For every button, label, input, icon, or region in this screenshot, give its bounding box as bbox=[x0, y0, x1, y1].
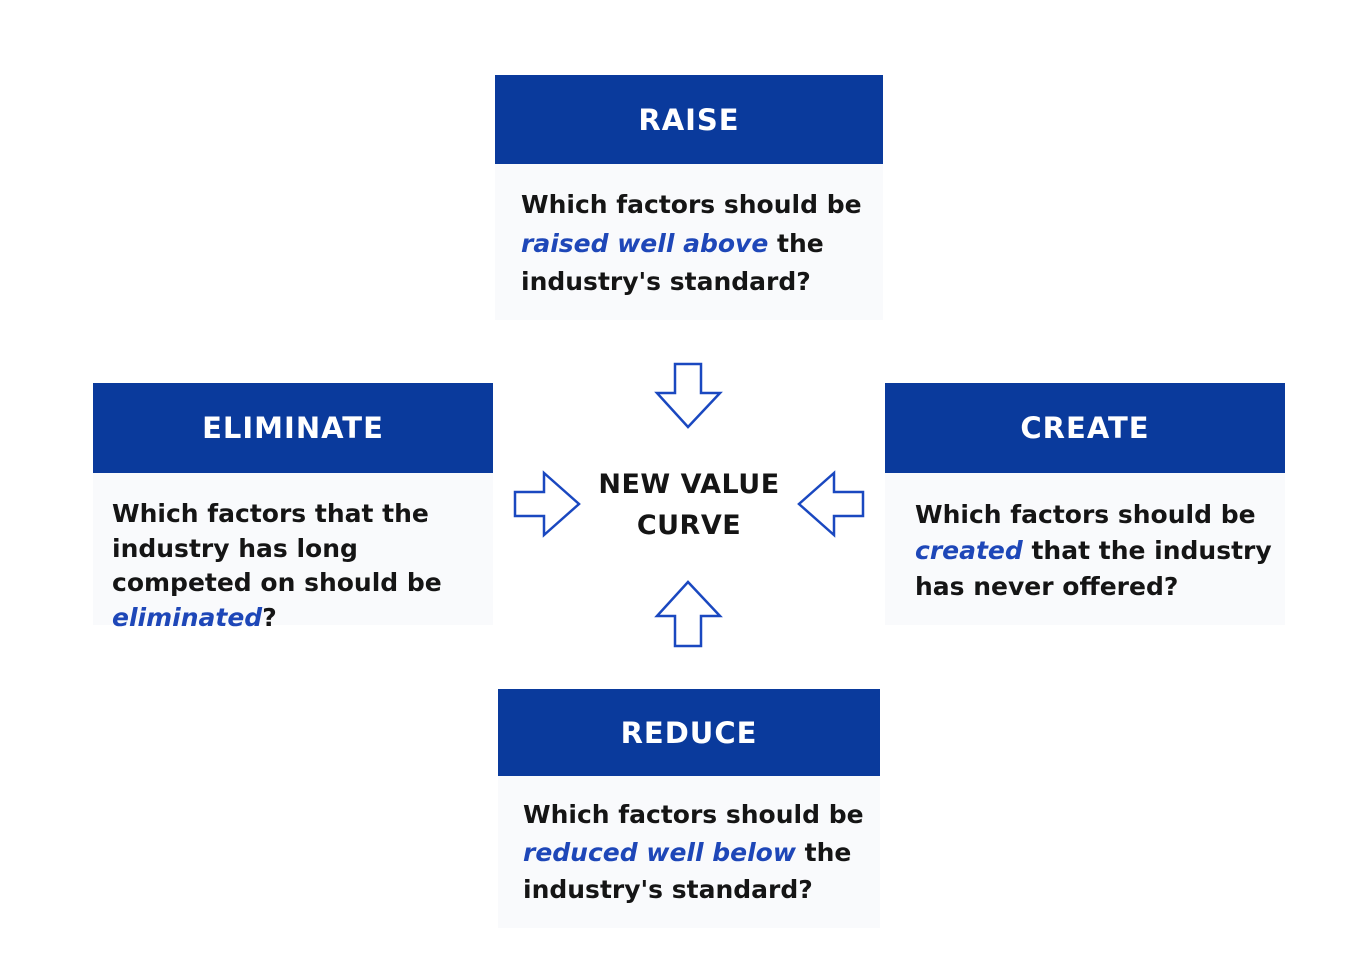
raise-question: Which factors should be raised well abov… bbox=[495, 164, 883, 320]
eliminate-title: ELIMINATE bbox=[202, 411, 384, 445]
reduce-text-after: the industry's standard? bbox=[523, 837, 852, 905]
reduce-text-before: Which factors should be bbox=[523, 800, 864, 829]
center-label: NEW VALUE CURVE bbox=[589, 464, 789, 546]
reduce-header: REDUCE bbox=[498, 689, 880, 776]
create-header: CREATE bbox=[885, 383, 1285, 473]
raise-text-before: Which factors should be bbox=[521, 190, 862, 219]
center-label-line2: CURVE bbox=[636, 510, 742, 541]
eliminate-question: Which factors that the industry has long… bbox=[93, 473, 493, 632]
raise-text-after: the industry's standard? bbox=[521, 228, 824, 297]
arrow-down-icon bbox=[654, 362, 723, 429]
raise-card: RAISE Which factors should be raised wel… bbox=[495, 75, 883, 320]
eliminate-card: ELIMINATE Which factors that the industr… bbox=[93, 383, 493, 632]
eliminate-header: ELIMINATE bbox=[93, 383, 493, 473]
reduce-card: REDUCE Which factors should be reduced w… bbox=[498, 689, 880, 928]
reduce-question: Which factors should be reduced well bel… bbox=[498, 776, 880, 928]
create-text-before: Which factors should be bbox=[915, 500, 1256, 529]
reduce-title: REDUCE bbox=[620, 715, 758, 750]
reduce-emphasis: reduced well below bbox=[523, 837, 796, 867]
arrow-left-icon bbox=[797, 470, 865, 538]
eliminate-text-after: ? bbox=[262, 602, 277, 632]
raise-header: RAISE bbox=[495, 75, 883, 164]
eliminate-text-before: Which factors that the industry has long… bbox=[112, 499, 442, 597]
eliminate-emphasis: eliminated bbox=[112, 602, 263, 632]
create-card: CREATE Which factors should be created t… bbox=[885, 383, 1285, 625]
arrow-right-icon bbox=[513, 470, 581, 538]
raise-title: RAISE bbox=[638, 102, 740, 137]
arrow-up-icon bbox=[654, 580, 723, 648]
create-emphasis: created bbox=[915, 536, 1023, 565]
create-question: Which factors should be created that the… bbox=[885, 473, 1285, 625]
raise-emphasis: raised well above bbox=[521, 228, 769, 258]
center-label-line1: NEW VALUE bbox=[598, 469, 780, 500]
create-text-after: that the industry has never offered? bbox=[915, 536, 1272, 601]
create-title: CREATE bbox=[1020, 411, 1150, 445]
